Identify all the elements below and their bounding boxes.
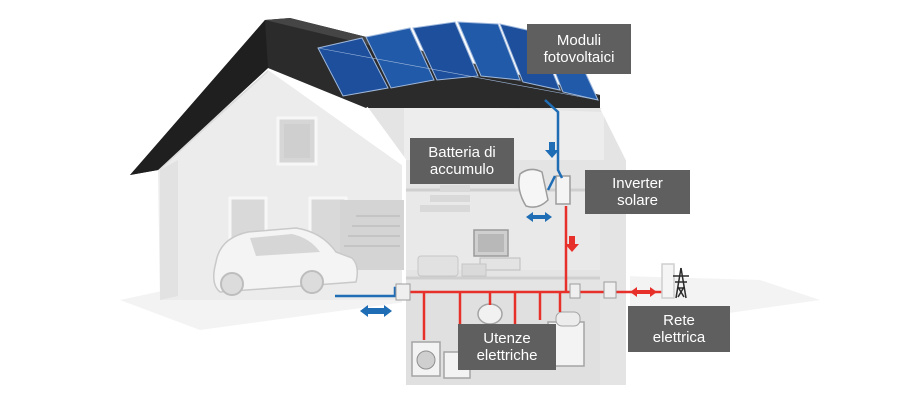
battery-icon [518,168,549,208]
callout-line: Inverter [612,175,663,192]
callout-moduli-fotovoltaici: Moduli fotovoltaici [527,24,631,74]
washing-machine-icon [411,341,441,377]
callout-line: Rete [663,312,695,329]
callout-line: elettriche [476,347,538,364]
sofa [417,255,487,277]
inverter-icon [555,175,571,205]
water-tank-icon [477,303,503,325]
tv-icon [473,229,521,271]
callout-line: Batteria di [428,144,496,161]
callout-inverter-solare: Inverter solare [585,170,690,214]
flow-arrow-icon [360,142,657,317]
callout-line: solare [617,192,658,209]
window [276,116,318,166]
car-icon [213,227,359,296]
callout-rete-elettrica: Rete elettrica [628,306,730,352]
callout-line: Moduli [556,32,602,49]
callout-line: fotovoltaici [543,49,615,66]
callout-batteria-di-accumulo: Batteria di accumulo [410,138,514,184]
callout-line: elettrica [652,329,706,346]
junction-box [395,281,617,301]
callout-utenze-elettriche: Utenze elettriche [458,324,556,370]
stairs [420,185,470,212]
callout-line: Utenze [483,330,531,347]
callout-line: accumulo [429,161,495,178]
pylon-icon [661,263,689,299]
